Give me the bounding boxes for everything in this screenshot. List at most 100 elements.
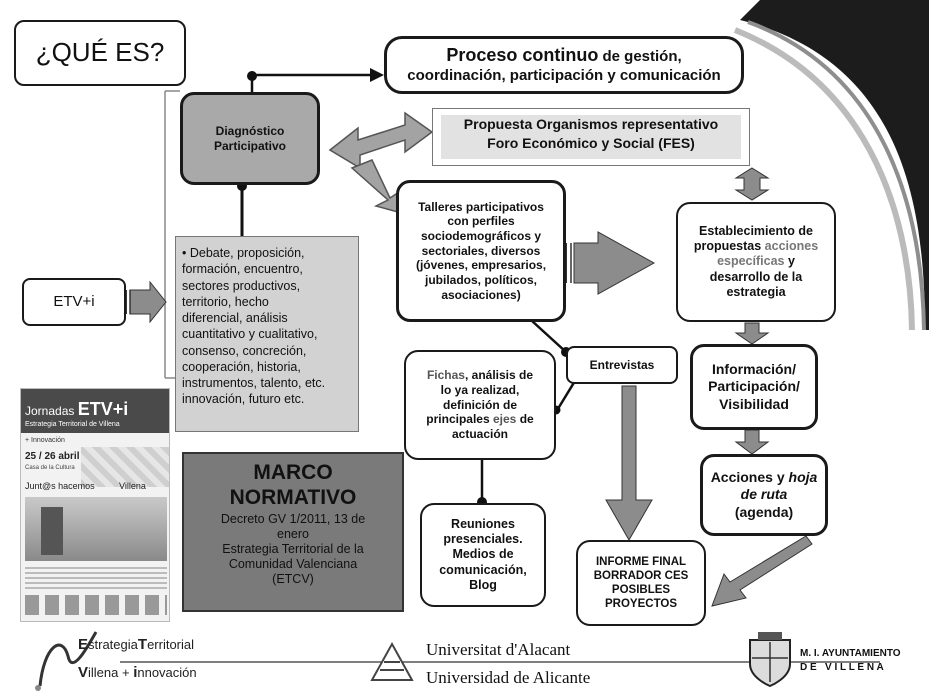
talleres-line4: sectoriales, diversos: [421, 243, 541, 258]
fichas-line4c: de: [516, 412, 534, 427]
establecimiento-line2b: acciones: [764, 239, 819, 254]
marco-line: (ETCV): [272, 572, 314, 587]
establecimiento-line3a: específicas: [717, 254, 785, 269]
debate-line: cooperación, historia,: [182, 359, 301, 374]
university-logo-icon: [370, 641, 414, 681]
logo-nnovacion: nnovación: [137, 665, 197, 680]
logo-v: V: [78, 664, 89, 681]
reuniones-line3: Medios de: [452, 547, 514, 562]
marco-heading1: MARCO: [253, 461, 333, 484]
ayuntamiento-line2: D E V I L L E N A: [800, 662, 884, 673]
acciones-line2: de ruta: [740, 486, 788, 503]
marco-box: MARCO NORMATIVO Decreto GV 1/2011, 13 de…: [182, 452, 404, 612]
marco-heading2: NORMATIVO: [229, 486, 357, 510]
estrategia-logo: EstrategiaTerritorial Villena + innovaci…: [32, 626, 252, 692]
university-name-2: Universidad de Alicante: [426, 668, 591, 687]
poster-castle-icon: [41, 507, 63, 555]
marco-line: Decreto GV 1/2011, 13 de: [220, 512, 366, 527]
fichas-box: Fichas, análisis de lo ya realizad, defi…: [404, 350, 556, 460]
poster-tag2: Villena: [119, 481, 146, 491]
proceso-box: Proceso continuo de gestión, coordinació…: [384, 36, 744, 94]
marco-line: enero: [277, 527, 309, 542]
debate-line: consenso, concreción,: [182, 343, 307, 358]
jornadas-poster: Jornadas ETV+i Estrategia Territorial de…: [20, 388, 170, 622]
diagnostico-line1: Diagnóstico: [215, 123, 285, 138]
debate-line: sectores productivos,: [182, 278, 301, 293]
poster-sub1: Estrategia Territorial de Villena: [25, 421, 120, 428]
diagnostico-box: Diagnóstico Participativo: [180, 92, 320, 185]
reuniones-line1: Reuniones: [451, 516, 515, 531]
talleres-line1: Talleres participativos: [418, 199, 544, 214]
acciones-box: Acciones y hoja de ruta (agenda): [700, 454, 828, 536]
ayuntamiento-line1: M. I. AYUNTAMIENTO: [800, 648, 901, 659]
logo-t: T: [137, 636, 148, 653]
university-name-1: Universitat d'Alacant: [426, 640, 571, 659]
establecimiento-box: Establecimiento de propuestas acciones e…: [676, 202, 836, 322]
poster-venue: Casa de la Cultura: [25, 465, 75, 471]
talleres-line2: con perfiles: [447, 214, 515, 229]
poster-logos: [25, 595, 167, 615]
entrevistas-label: Entrevistas: [589, 357, 655, 372]
marco-line: Comunidad Valenciana: [228, 557, 358, 572]
propuesta-line2: Foro Económico y Social (FES): [487, 134, 695, 151]
fichas-line1b: , análisis de: [464, 368, 534, 383]
talleres-line3: sociodemográficos y: [420, 229, 542, 244]
poster-title1: Jornadas: [25, 404, 78, 418]
poster-footer-text: [25, 567, 167, 589]
logo-illena: illena +: [88, 665, 134, 680]
logo-swirl-icon: [35, 631, 98, 691]
entrevistas-box: Entrevistas: [566, 346, 678, 384]
reuniones-box: Reuniones presenciales. Medios de comuni…: [420, 503, 546, 607]
establecimiento-line5: estrategia: [726, 284, 786, 299]
informe-line1: INFORME FINAL: [595, 555, 687, 568]
debate-line: formación, encuentro,: [182, 262, 303, 277]
debate-box: • Debate, proposición, formación, encuen…: [175, 236, 359, 432]
poster-puzzle: [81, 447, 169, 487]
establecimiento-line3b: y: [784, 254, 795, 269]
talleres-line5: (jóvenes, empresarios,: [415, 258, 547, 273]
diagnostico-line2: Participativo: [213, 138, 287, 153]
fichas-line3: definición de: [442, 397, 517, 412]
informacion-line3: Visibilidad: [719, 395, 789, 412]
propuesta-line1: Propuesta Organismos representativo: [463, 116, 719, 132]
poster-title2: ETV+i: [77, 399, 129, 419]
propuesta-box: Propuesta Organismos representativo Foro…: [432, 108, 750, 166]
logo-erritorial: erritorial: [147, 637, 195, 652]
fichas-line4a: principales: [426, 412, 493, 427]
reuniones-line2: presenciales.: [443, 532, 523, 547]
acciones-line1b: hoja: [788, 469, 818, 486]
title-box: ¿QUÉ ES?: [14, 20, 186, 86]
logo-e: E: [78, 636, 89, 653]
informe-box: INFORME FINAL BORRADOR CES POSIBLES PROY…: [576, 540, 706, 626]
debate-line: instrumentos, talento, etc.: [182, 376, 326, 390]
ayuntamiento-crest-icon: [749, 632, 791, 688]
informe-line4: PROYECTOS: [605, 598, 677, 611]
fichas-line5: actuación: [451, 426, 508, 441]
fichas-line4b: ejes: [493, 412, 517, 427]
debate-line: cuantitativo y cualitativo,: [182, 327, 318, 342]
talleres-box: Talleres participativos con perfiles soc…: [396, 180, 566, 322]
informacion-line1: Información/: [711, 361, 796, 378]
poster-tag1: Junt@s hacemos: [25, 481, 95, 491]
establecimiento-line2a: propuestas: [693, 239, 765, 254]
debate-line: innovación, futuro etc.: [182, 392, 305, 407]
logo-i: i: [133, 664, 138, 681]
informe-line2: BORRADOR CES: [593, 569, 689, 582]
etv-box: ETV+i: [22, 278, 126, 326]
poster-date: 25 / 26 abril: [25, 451, 80, 462]
logo-strategia: strategia: [88, 637, 138, 652]
informacion-box: Información/ Participación/ Visibilidad: [690, 344, 818, 430]
debate-line: • Debate, proposición,: [182, 246, 305, 260]
fichas-line2: lo ya realizad,: [440, 383, 520, 398]
establecimiento-line4: desarrollo de la: [709, 269, 803, 284]
debate-line: territorio, hecho: [182, 294, 269, 309]
proceso-line2: coordinación, participación y comunicaci…: [407, 66, 721, 84]
fichas-line1a: Fichas: [426, 368, 465, 383]
establecimiento-line1: Establecimiento de: [699, 223, 813, 238]
talleres-line7: asociaciones): [441, 287, 521, 302]
poster-sub2: + Innovación: [25, 437, 65, 444]
informacion-line2: Participación/: [708, 378, 800, 395]
reuniones-line4: comunicación,: [439, 562, 527, 577]
